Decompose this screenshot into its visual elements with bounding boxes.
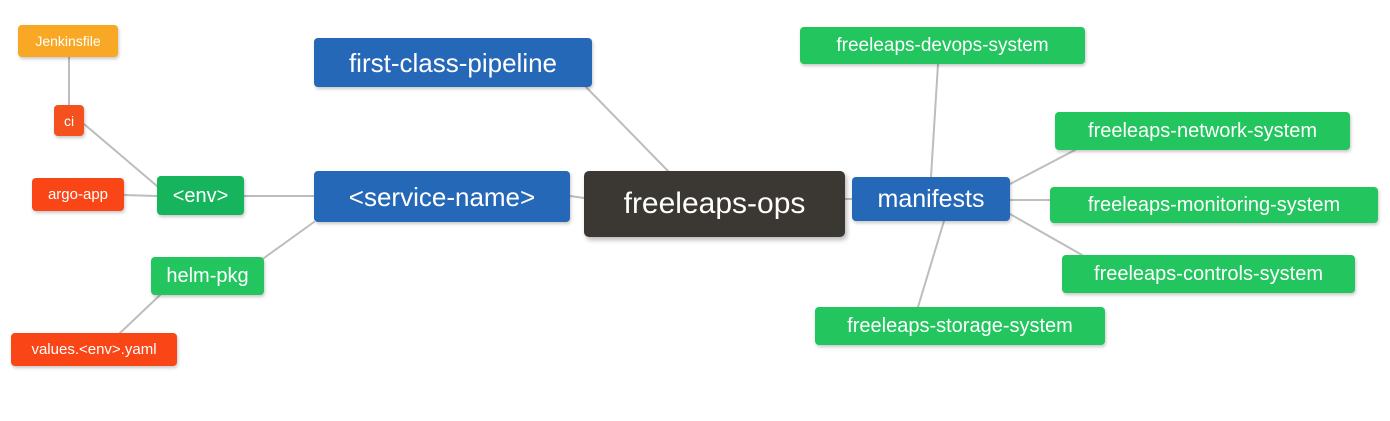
edge-argo-app-to-env bbox=[123, 194, 158, 197]
edge-manifests-to-freeleaps-storage-system bbox=[917, 220, 945, 308]
node-freeleaps-ops[interactable]: freeleaps-ops bbox=[584, 171, 845, 237]
edge-service-name-to-helm-pkg bbox=[263, 221, 315, 259]
node-label: <env> bbox=[172, 184, 229, 207]
node-label: freeleaps-devops-system bbox=[836, 35, 1049, 56]
node-label: freeleaps-controls-system bbox=[1094, 263, 1323, 285]
edge-service-name-to-freeleaps-ops bbox=[569, 195, 585, 199]
node-label: freeleaps-storage-system bbox=[847, 315, 1073, 337]
node-first-class-pipeline[interactable]: first-class-pipeline bbox=[314, 38, 592, 87]
node-freeleaps-controls-system[interactable]: freeleaps-controls-system bbox=[1062, 255, 1355, 293]
edge-ci-to-env bbox=[83, 123, 158, 187]
edge-first-class-pipeline-to-freeleaps-ops bbox=[585, 86, 669, 172]
node-label: <service-name> bbox=[348, 181, 536, 212]
node-freeleaps-devops-system[interactable]: freeleaps-devops-system bbox=[800, 27, 1085, 64]
node-label: values.<env>.yaml bbox=[31, 341, 157, 358]
node-label: freeleaps-monitoring-system bbox=[1087, 194, 1341, 216]
edge-manifests-to-freeleaps-devops-system bbox=[930, 63, 939, 178]
node-label: Jenkinsfile bbox=[35, 33, 101, 49]
node-label: argo-app bbox=[47, 186, 109, 203]
node-label: ci bbox=[63, 112, 75, 129]
node-freeleaps-network-system[interactable]: freeleaps-network-system bbox=[1055, 112, 1350, 150]
node-label: freeleaps-ops bbox=[623, 187, 806, 220]
node-ci[interactable]: ci bbox=[54, 105, 84, 136]
node-service-name[interactable]: <service-name> bbox=[314, 171, 570, 222]
node-argo-app[interactable]: argo-app bbox=[32, 178, 124, 211]
node-helm-pkg[interactable]: helm-pkg bbox=[151, 257, 264, 295]
edge-manifests-to-freeleaps-network-system bbox=[1009, 149, 1076, 185]
node-label: manifests bbox=[877, 184, 985, 213]
node-jenkinsfile[interactable]: Jenkinsfile bbox=[18, 25, 118, 57]
node-values-env-yaml[interactable]: values.<env>.yaml bbox=[11, 333, 177, 366]
node-freeleaps-storage-system[interactable]: freeleaps-storage-system bbox=[815, 307, 1105, 345]
node-label: first-class-pipeline bbox=[348, 47, 558, 78]
node-label: helm-pkg bbox=[166, 265, 249, 287]
node-label: freeleaps-network-system bbox=[1088, 120, 1317, 142]
edge-helm-pkg-to-values-env-yaml bbox=[119, 294, 161, 334]
node-manifests[interactable]: manifests bbox=[852, 177, 1010, 221]
node-freeleaps-monitoring-system[interactable]: freeleaps-monitoring-system bbox=[1050, 187, 1378, 223]
node-env[interactable]: <env> bbox=[157, 176, 244, 215]
